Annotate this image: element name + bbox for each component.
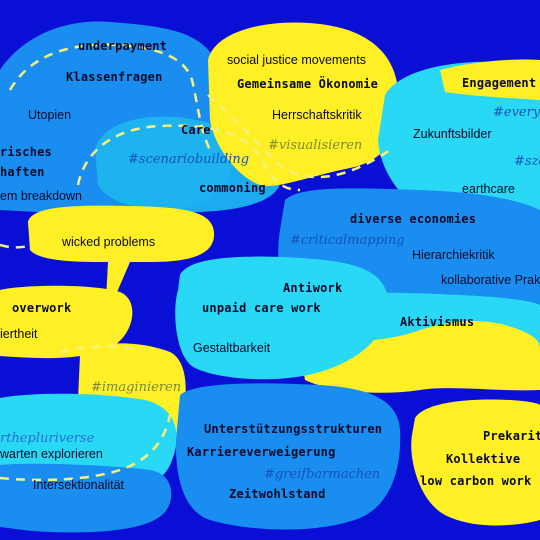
- label-iertheit: iertheit: [0, 327, 38, 341]
- label-underpayment: underpayment: [78, 39, 168, 53]
- blob-yellow-top-center: [208, 22, 399, 187]
- label-aktivismus: Aktivismus: [400, 315, 475, 329]
- label-earthcare: earthcare: [462, 182, 515, 196]
- label-kollaborative-praktiken: kollaborative Prak: [441, 273, 540, 287]
- blob-yellow-top-right: [440, 59, 540, 100]
- label-social-justice-movements: social justice movements: [227, 53, 366, 67]
- hashtag-greifbarmachen: #greifbarmachen: [264, 467, 381, 482]
- label-intersektionalitaet: Intersektionalität: [33, 478, 125, 492]
- hashtag-scenariobuilding: #scenariobuilding: [128, 152, 250, 167]
- label-kollektive: Kollektive: [446, 452, 521, 466]
- dashed-path-top: [8, 43, 212, 151]
- hashtag-imaginieren: #imaginieren: [91, 380, 182, 395]
- dashed-path-care: [76, 124, 301, 192]
- blob-blue-bottom-center: [175, 383, 401, 530]
- dashed-path-bottom-left: [0, 414, 172, 482]
- label-risches: risches: [0, 145, 52, 159]
- label-low-carbon-work: low carbon work: [420, 474, 532, 488]
- hashtag-everyo: #everyo: [493, 105, 540, 120]
- blob-yellow-wicked-problems: [28, 205, 215, 320]
- dashed-path-left-edge: [0, 243, 29, 249]
- blob-yellow-bottom-right: [411, 399, 540, 526]
- blob-blue-bottom-left: [0, 463, 172, 533]
- label-unpaid-care-work: unpaid care work: [202, 301, 321, 315]
- blob-cyan-antiwork: [175, 256, 389, 380]
- label-gestaltbarkeit: Gestaltbarkeit: [193, 341, 271, 355]
- label-antiwork: Antiwork: [283, 281, 343, 295]
- hashtag-criticalmapping: #criticalmapping: [290, 233, 405, 248]
- label-overwork: overwork: [12, 301, 72, 315]
- label-warten-explorieren: warten explorieren: [0, 447, 103, 461]
- label-herrschaftskritik: Herrschaftskritik: [272, 108, 362, 122]
- dashed-path-center: [207, 94, 391, 179]
- hashtag-thepluriverse: rthepluriverse: [0, 431, 95, 446]
- hashtag-visualisieren: #visualisieren: [268, 138, 363, 153]
- label-commoning: commoning: [199, 181, 266, 195]
- label-hierarchiekritik: Hierarchiekritik: [412, 248, 495, 262]
- label-karriereverweigerung: Karriereverweigerung: [187, 445, 336, 459]
- blob-yellow-overwork: [0, 285, 133, 359]
- label-wicked-problems: wicked problems: [62, 235, 156, 249]
- label-em-breakdown: em breakdown: [0, 189, 82, 203]
- label-diverse-economies: diverse economies: [350, 212, 477, 226]
- label-engagement: Engagement: [462, 76, 537, 90]
- label-gemeinsame-oekonomie: Gemeinsame Ökonomie: [237, 77, 379, 91]
- label-care: Care: [181, 123, 211, 137]
- hashtag-sze: #sze: [514, 154, 540, 169]
- blob-yellow-right-band: [300, 321, 540, 393]
- label-zeitwohlstand: Zeitwohlstand: [229, 487, 326, 501]
- label-utopien: Utopien: [28, 108, 72, 122]
- label-haften: haften: [0, 165, 45, 179]
- label-zukunftsbilder: Zukunftsbilder: [413, 127, 492, 141]
- label-unterstuetzungsstrukturen: Unterstützungsstrukturen: [204, 422, 383, 436]
- label-klassenfragen: Klassenfragen: [66, 70, 163, 84]
- label-prekaritaet: Prekarit: [483, 429, 540, 443]
